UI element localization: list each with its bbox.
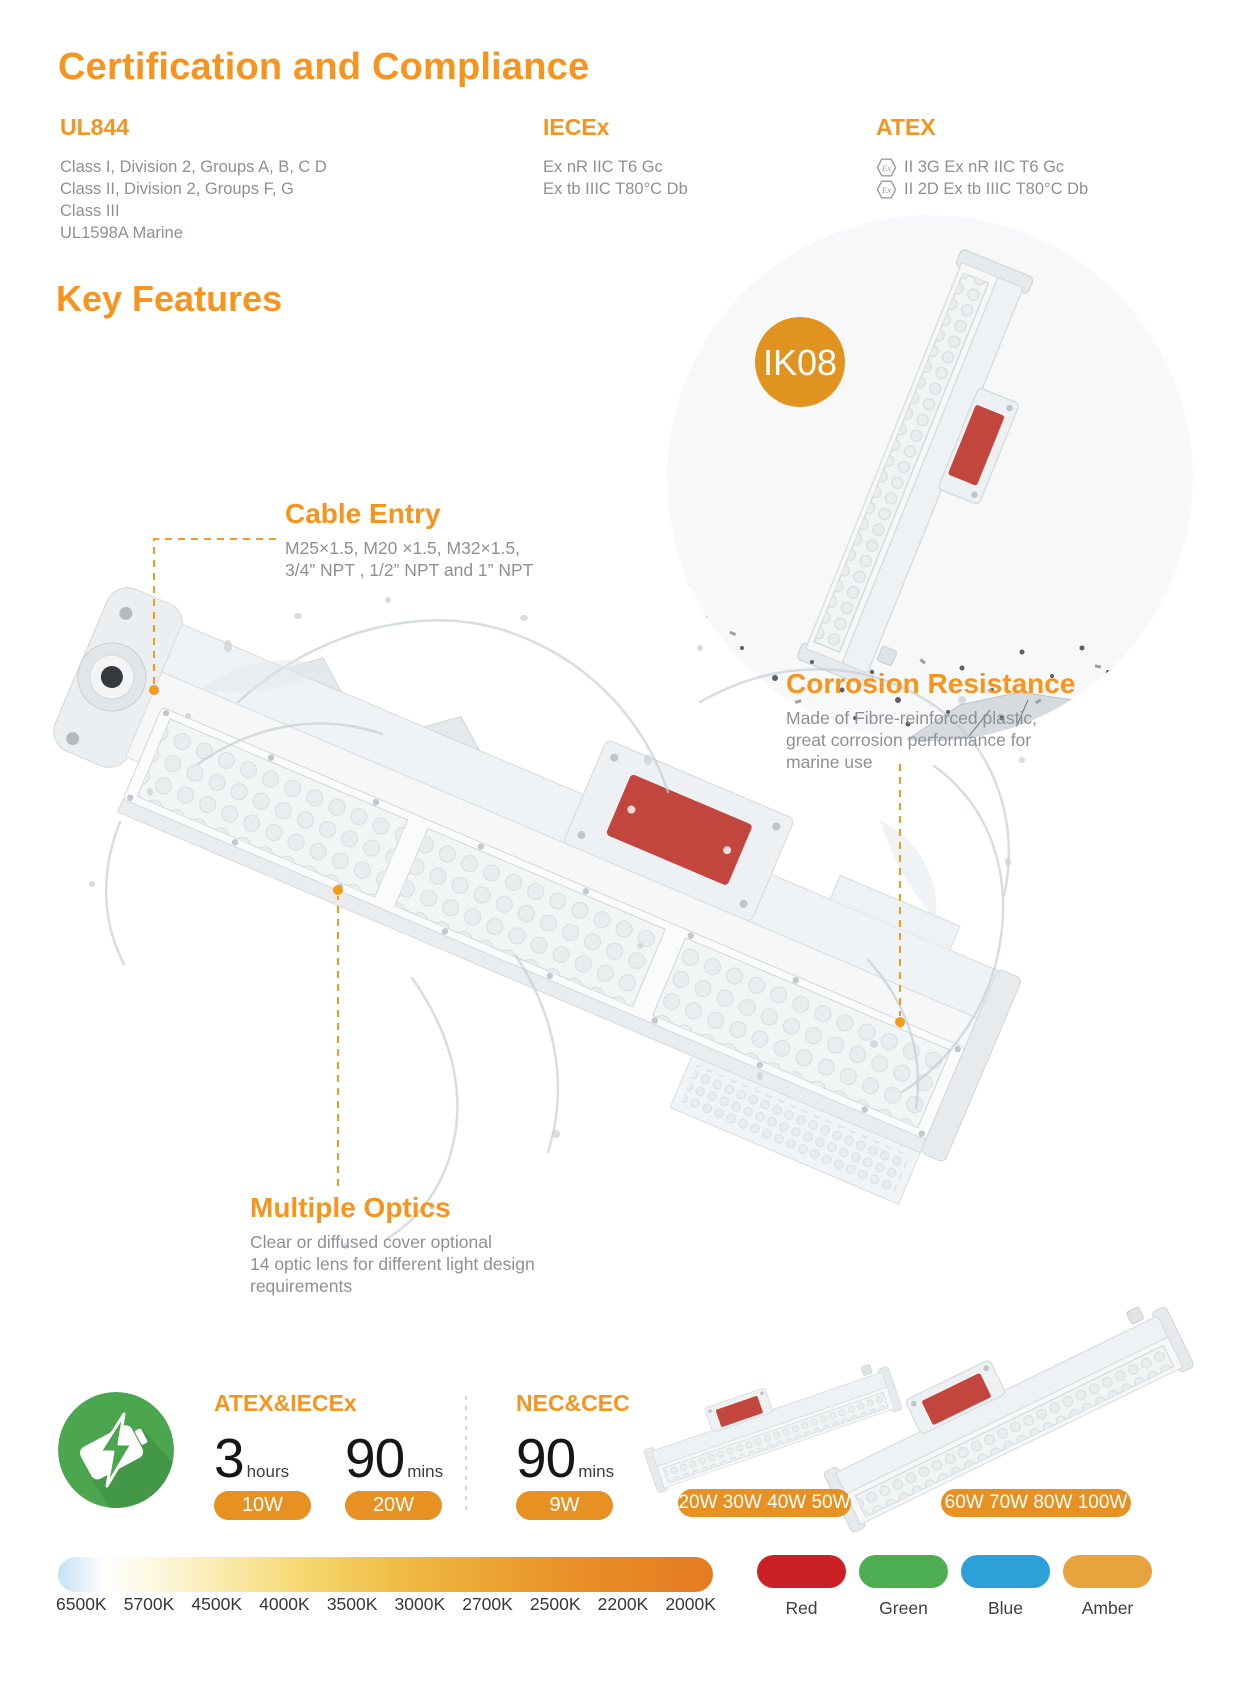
- svg-text:Ex: Ex: [881, 163, 891, 173]
- cct-labels: 6500K 5700K 4500K 4000K 3500K 3000K 2700…: [56, 1594, 716, 1615]
- cert-ul844-title: UL844: [60, 114, 130, 140]
- emergency-atex-iecex: ATEX&IECEx 3 hours 10W 90 mins 20W: [214, 1390, 443, 1520]
- emergency-nec-cec: NEC&CEC 90 mins 9W: [516, 1390, 630, 1520]
- cert-line-text: II 3G Ex nR IIC T6 Gc: [904, 158, 1065, 176]
- duration-unit: mins: [578, 1462, 615, 1481]
- cert-line: Ex II 2D Ex tb IIIC T80°C Db: [876, 178, 1088, 200]
- color-pill: [1063, 1555, 1152, 1588]
- cert-line: Class I, Division 2, Groups A, B, C D: [60, 158, 327, 176]
- product-small-wattage-badge: 20W 30W 40W 50W: [678, 1489, 851, 1517]
- impact-test-photo: IK08: [667, 215, 1193, 741]
- callout-line: M25×1.5, M20 ×1.5, M32×1.5,: [285, 538, 520, 558]
- callout-optics: Multiple Optics Clear or diffused cover …: [250, 1192, 535, 1297]
- color-label: Blue: [987, 1598, 1024, 1618]
- callout-corrosion: Corrosion Resistance Made of Fibre-reinf…: [786, 668, 1075, 773]
- cert-iecex-title: IECEx: [543, 114, 610, 140]
- power-pill: 20W: [345, 1491, 442, 1520]
- emergency-standard-title: ATEX&IECEx: [214, 1390, 357, 1416]
- callout-line: requirements: [250, 1276, 353, 1296]
- color-label: Amber: [1081, 1598, 1134, 1618]
- color-pill: [757, 1555, 846, 1588]
- color-option-amber: Amber: [1063, 1555, 1152, 1619]
- svg-text:Ex: Ex: [881, 185, 891, 195]
- color-option-blue: Blue: [961, 1555, 1050, 1619]
- cert-iecex: IECEx Ex nR IIC T6 Gc Ex tb IIIC T80°C D…: [543, 114, 688, 200]
- cert-line: Class II, Division 2, Groups F, G: [60, 180, 294, 198]
- ik08-badge: [755, 317, 845, 407]
- junction-box: [564, 740, 794, 921]
- callout-line: 14 optic lens for different light design: [250, 1254, 535, 1274]
- power-pill: 9W: [516, 1491, 613, 1520]
- lightning-bolt-icon: [98, 1412, 134, 1488]
- emergency-option: 90 mins 9W: [516, 1426, 614, 1520]
- cable-entry-leader: [153, 538, 276, 684]
- product-large-wattage-badge: 60W 70W 80W 100W: [941, 1489, 1131, 1517]
- cert-line: Ex II 3G Ex nR IIC T6 Gc: [876, 156, 1088, 178]
- cert-line-text: II 2D Ex tb IIIC T80°C Db: [904, 180, 1089, 198]
- cert-ul844: UL844 Class I, Division 2, Groups A, B, …: [60, 114, 327, 244]
- cable-gland: [77, 642, 147, 712]
- emergency-standard-title: NEC&CEC: [516, 1390, 630, 1416]
- callout-line: 3/4” NPT , 1/2” NPT and 1” NPT: [285, 560, 534, 580]
- cct-label: 5700K: [123, 1594, 175, 1614]
- color-pill: [961, 1555, 1050, 1588]
- duration-value: 90: [345, 1427, 405, 1489]
- lens-panels: [136, 718, 952, 1129]
- cct-label: 2200K: [597, 1594, 649, 1614]
- falling-fixture: [795, 247, 1067, 701]
- hero-fixture: [53, 587, 1021, 1205]
- callout-title: Corrosion Resistance: [786, 668, 1076, 699]
- cct-label: 2000K: [665, 1594, 716, 1614]
- cct-label: 6500K: [56, 1594, 107, 1614]
- duration-value: 90: [516, 1427, 576, 1489]
- cct-label: 3000K: [394, 1594, 446, 1614]
- emergency-option: 90 mins 20W: [345, 1426, 443, 1520]
- color-label: Red: [785, 1598, 818, 1618]
- cert-atex: ATEX Ex II 3G Ex nR IIC T6 Gc Ex II 2D E…: [876, 114, 1088, 200]
- callout-title: Multiple Optics: [250, 1192, 451, 1223]
- cert-atex-title: ATEX: [876, 114, 936, 140]
- cert-line: Ex tb IIIC T80°C Db: [543, 180, 688, 198]
- callout-line: Clear or diffused cover optional: [250, 1232, 492, 1252]
- power-pill: 10W: [214, 1491, 311, 1520]
- key-features-title: Key Features: [56, 278, 283, 319]
- color-options: Red Green Blue Amber: [757, 1555, 1152, 1619]
- cert-line: UL1598A Marine: [60, 224, 183, 242]
- cert-line: Class III: [60, 202, 120, 220]
- callout-cable-entry: Cable Entry M25×1.5, M20 ×1.5, M32×1.5, …: [285, 498, 533, 581]
- callout-leaders: [153, 538, 901, 1186]
- duration-unit: hours: [246, 1462, 290, 1481]
- cct-label: 4000K: [259, 1594, 310, 1614]
- callout-title: Cable Entry: [285, 498, 441, 529]
- cct-label: 4500K: [191, 1594, 243, 1614]
- emergency-option: 3 hours 10W: [214, 1426, 311, 1520]
- callout-line: marine use: [786, 752, 873, 772]
- duration-value: 3: [214, 1427, 245, 1489]
- cert-line: Ex nR IIC T6 Gc: [543, 158, 663, 176]
- ik08-badge-label: IK08: [763, 342, 837, 383]
- duration-unit: mins: [407, 1462, 444, 1481]
- color-pill: [859, 1555, 948, 1588]
- cct-label: 3500K: [326, 1594, 378, 1614]
- callout-line: great corrosion performance for: [786, 730, 1032, 750]
- cct-label: 2700K: [462, 1594, 513, 1614]
- ex-hexagon-icon: Ex: [876, 157, 897, 177]
- cct-gradient-bar: [58, 1557, 713, 1592]
- cct-label: 2500K: [529, 1594, 581, 1614]
- ex-hexagon-icon: Ex: [876, 179, 897, 199]
- page-title: Certification and Compliance: [58, 46, 590, 88]
- product-small-render: [636, 1346, 903, 1494]
- color-option-red: Red: [757, 1555, 846, 1619]
- color-label: Green: [879, 1598, 928, 1618]
- callout-line: Made of Fibre-reinforced plastic,: [786, 708, 1037, 728]
- color-option-green: Green: [859, 1555, 948, 1619]
- emergency-battery-icon: [58, 1392, 174, 1508]
